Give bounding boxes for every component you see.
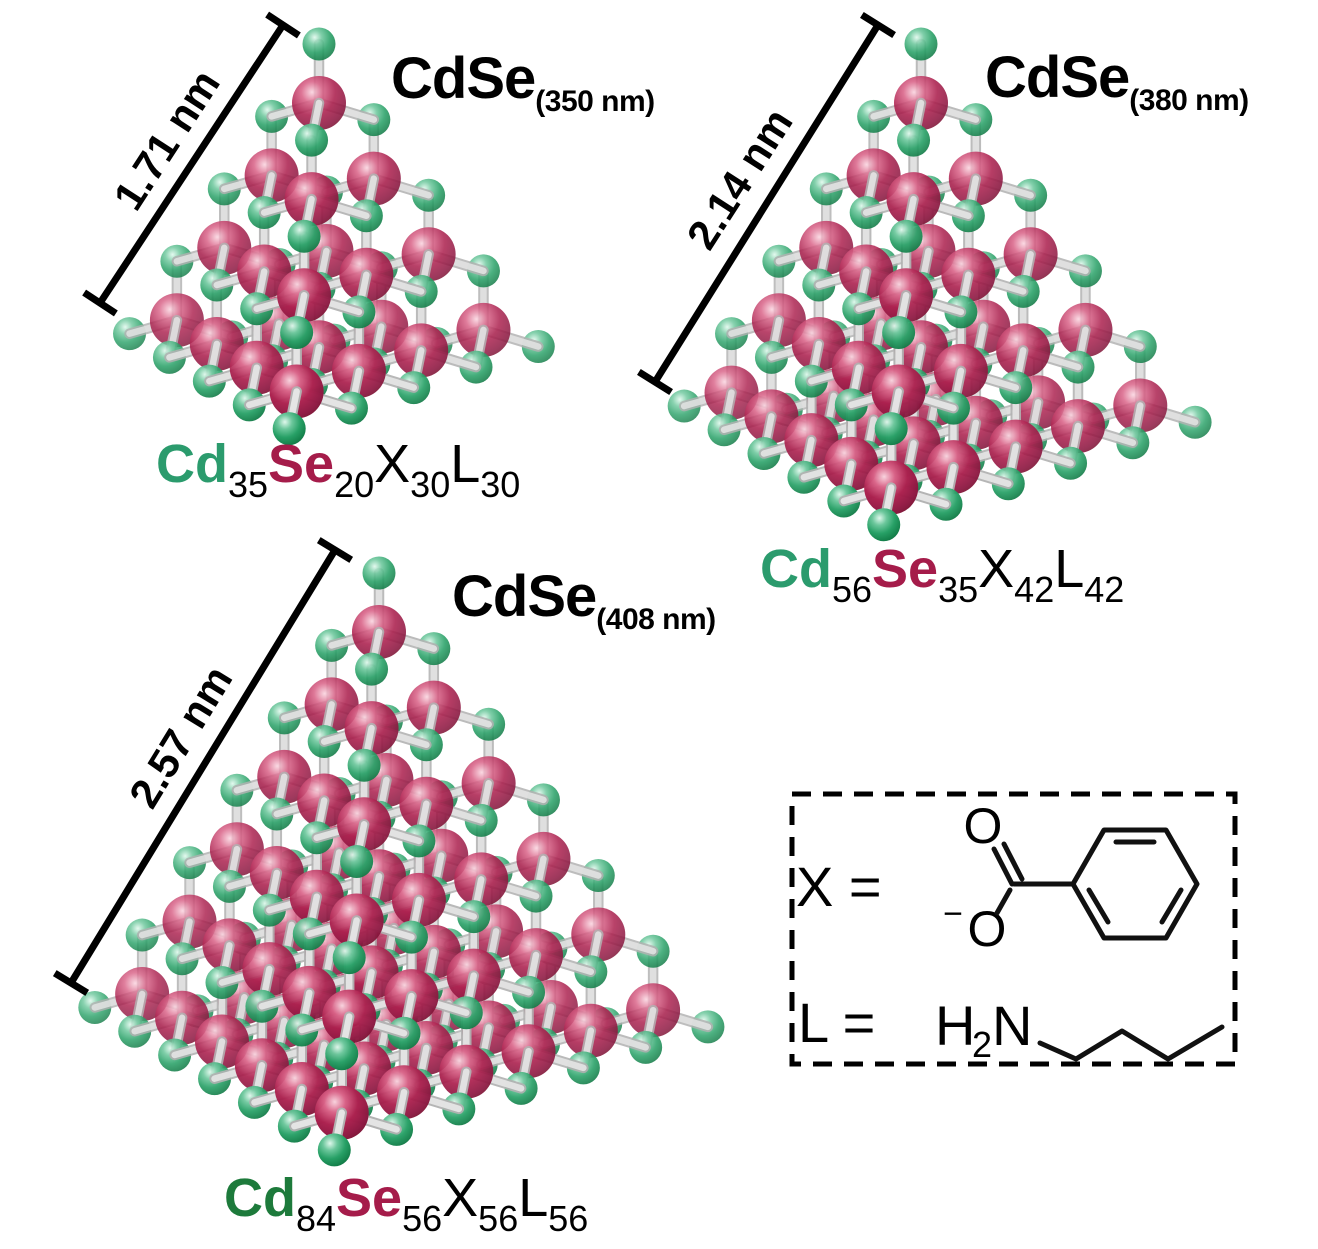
formula-part-sub: 42 [1084, 569, 1125, 610]
cd-atom [874, 412, 908, 446]
cluster-title-380: CdSe(380 nm) [985, 49, 1249, 116]
formula-part-cd: Cd [760, 539, 832, 599]
cluster-model-350nm [113, 27, 555, 446]
cd-atom [295, 123, 329, 157]
benzene-ring [1070, 827, 1200, 941]
negative-charge-label: − [943, 895, 963, 933]
size-bar [82, 11, 301, 317]
size-bar-cap [52, 970, 90, 996]
c-o-single-bond [994, 887, 1013, 916]
formula-part-el: L [450, 434, 481, 494]
formula-part-cd: Cd [224, 1168, 296, 1228]
c-o-double-bond-1 [991, 846, 1015, 887]
cluster-title-sub: (380 nm) [1129, 84, 1249, 117]
legend-l-label: L = [798, 991, 875, 1054]
cluster-title-sub: (408 nm) [596, 603, 716, 636]
size-bar-cap [82, 289, 118, 317]
cd-atom [332, 941, 366, 975]
size-bar-line [97, 23, 286, 305]
size-bars [52, 11, 896, 996]
cluster-title-main: CdSe [391, 46, 536, 111]
formula-part-el: X [978, 539, 1015, 599]
cd-atom [280, 315, 314, 349]
size-bar-line [652, 23, 881, 384]
cd-atom [889, 219, 923, 253]
cd-atom [302, 27, 336, 61]
formula-part-el: X [374, 434, 411, 494]
formula-part-sub: 56 [831, 569, 873, 610]
formula-part-el: L [518, 1168, 549, 1228]
cd-atom [287, 219, 321, 253]
cd-atom [904, 27, 938, 61]
cluster-model-380nm [667, 27, 1212, 542]
butylamine-structure: H 2 N [935, 994, 1225, 1065]
cluster-title-350: CdSe(350 nm) [391, 50, 655, 117]
legend-x-label: X = [796, 855, 882, 918]
size-bar [52, 537, 354, 996]
cluster-title-408: CdSe(408 nm) [452, 568, 716, 635]
cd-atom [272, 412, 306, 446]
cluster-title-sub: (350 nm) [535, 85, 655, 118]
butyl-chain [1037, 1024, 1225, 1062]
amine-h-label: H [935, 994, 975, 1057]
ligand-legend-box: X = L = O O − H 2 N [789, 791, 1238, 1067]
cd-atom [317, 1133, 351, 1167]
cd-atom [897, 123, 931, 157]
cd-atom [325, 1037, 359, 1071]
cd-atom [882, 315, 916, 349]
formula-part-cd: Cd [156, 434, 228, 494]
formula-part-se: Se [872, 539, 939, 599]
formula-part-sub: 35 [227, 464, 269, 505]
cd-atom [867, 508, 901, 542]
formula-part-sub: 35 [938, 569, 979, 610]
formula-part-sub: 56 [548, 1198, 589, 1239]
cluster-model-408nm [78, 556, 725, 1167]
amine-subscript-label: 2 [972, 1024, 992, 1065]
size-bar-cap [265, 11, 301, 39]
formula-part-se: Se [268, 434, 335, 494]
cluster-title-main: CdSe [985, 45, 1130, 110]
formula-part-sub: 30 [480, 464, 521, 505]
benzoate-structure: O O − [943, 798, 1200, 957]
formula-part-sub: 42 [1014, 569, 1055, 610]
cd-atom [347, 748, 381, 782]
cluster-models [78, 27, 1212, 1167]
formula-part-el: L [1054, 539, 1085, 599]
formula-part-sub: 20 [334, 464, 375, 505]
formula-part-sub: 56 [478, 1198, 519, 1239]
size-bar-line [68, 548, 338, 985]
size-bar-cap [860, 11, 896, 39]
c-o-double-bond-2 [1001, 841, 1025, 882]
size-bar-cap [316, 537, 354, 563]
formula-part-sub: 84 [295, 1198, 337, 1239]
ring-inner-bond-left [1086, 887, 1111, 925]
size-bar-cap [637, 368, 673, 396]
formula-part-el: X [442, 1168, 479, 1228]
formula-part-sub: 30 [410, 464, 451, 505]
cluster-formula-380: Cd56Se35X42L42 [760, 539, 1124, 608]
amine-n-label: N [992, 994, 1032, 1057]
formula-part-se: Se [336, 1168, 403, 1228]
legend-dashed-border [789, 791, 1238, 1067]
cd-atom [340, 844, 374, 878]
size-bar [637, 11, 896, 396]
carbonyl-oxygen-label: O [964, 798, 1003, 854]
cluster-formula-350: Cd35Se20X30L30 [156, 434, 520, 503]
ring-inner-bond-right [1159, 887, 1184, 925]
formula-part-sub: 56 [402, 1198, 443, 1239]
cluster-title-main: CdSe [452, 564, 597, 629]
cluster-formula-408: Cd84Se56X56L56 [224, 1168, 588, 1237]
cd-atom [362, 556, 396, 590]
cd-atom [355, 652, 389, 686]
